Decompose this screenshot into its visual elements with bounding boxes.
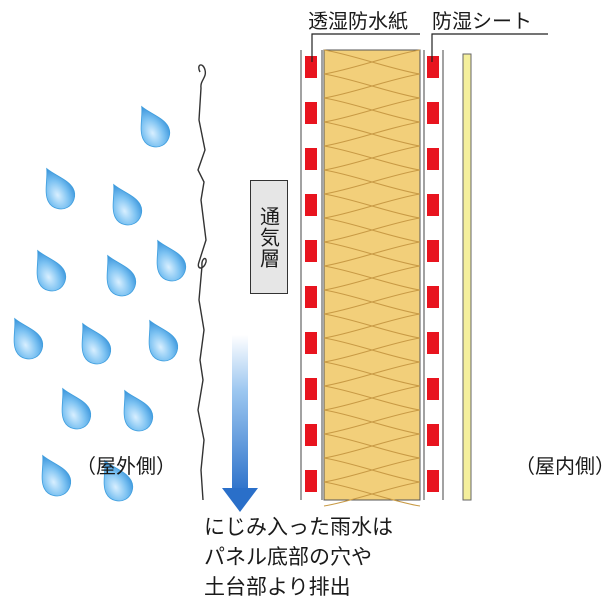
raindrop-icon <box>103 459 134 502</box>
membrane-dash <box>305 194 317 216</box>
drainage-caption: にじみ入った雨水は パネル底部の穴や 土台部より排出 <box>204 512 393 602</box>
membrane-dash <box>305 470 317 492</box>
indoor-side-label: （屋内側） <box>515 454 612 478</box>
insulation-fiber <box>323 481 421 507</box>
raindrop-icon <box>106 254 137 297</box>
moisture-permeable-paper-label: 透湿防水紙 <box>308 9 408 33</box>
membrane-dash <box>427 332 439 354</box>
insulation-fiber <box>323 265 421 291</box>
raindrop-icon <box>36 249 67 292</box>
insulation-block <box>323 49 421 507</box>
exterior-siding-line <box>197 64 207 501</box>
vapor-barrier-sheet-label: 防湿シート <box>432 9 532 33</box>
raindrop-icon <box>81 322 112 365</box>
insulation-fiber <box>323 145 421 171</box>
raindrops-group <box>13 105 187 502</box>
insulation-fiber <box>323 313 421 339</box>
membrane-dash <box>305 286 317 308</box>
membrane-dash <box>427 194 439 216</box>
raindrop-icon <box>148 319 179 362</box>
raindrop-icon <box>61 387 92 430</box>
outdoor-side-label: （屋外側） <box>76 454 176 478</box>
air-layer-label-box: 通気層 <box>250 180 288 294</box>
insulation-fiber <box>323 193 421 219</box>
membrane-dash <box>305 240 317 262</box>
membrane-dash <box>427 148 439 170</box>
membrane-dash <box>427 286 439 308</box>
insulation-fiber <box>323 217 421 243</box>
membrane-dash <box>305 424 317 446</box>
insulation-fiber <box>323 73 421 99</box>
leader-line-vapor-sheet <box>431 33 548 62</box>
caption-line-2: パネル底部の穴や <box>204 545 372 569</box>
membrane-dash <box>305 56 317 78</box>
insulation-fiber <box>323 337 421 363</box>
insulation-fiber <box>323 289 421 315</box>
raindrop-icon <box>140 105 171 148</box>
insulation-fiber <box>323 457 421 483</box>
membrane-dash <box>427 424 439 446</box>
membrane-dash <box>305 332 317 354</box>
interior-board <box>462 53 472 501</box>
insulation-fiber <box>323 361 421 387</box>
raindrop-icon <box>13 317 44 360</box>
membrane-dash <box>427 56 439 78</box>
insulation-fiber <box>323 385 421 411</box>
raindrop-icon <box>41 454 72 497</box>
insulation-fiber <box>323 169 421 195</box>
moisture-permeable-paper <box>300 50 323 500</box>
caption-line-1: にじみ入った雨水は <box>204 515 393 539</box>
insulation-fiber <box>323 433 421 459</box>
raindrop-icon <box>123 389 154 432</box>
raindrop-icon <box>156 239 187 282</box>
insulation-fiber <box>323 241 421 267</box>
insulation-fiber <box>323 97 421 123</box>
insulation-fiber <box>323 409 421 435</box>
membrane-dash <box>305 102 317 124</box>
down-arrow-icon <box>222 335 258 512</box>
caption-line-3: 土台部より排出 <box>204 575 351 599</box>
leader-line-moisture-paper <box>311 33 420 62</box>
raindrop-icon <box>112 183 143 226</box>
membrane-dash <box>305 148 317 170</box>
insulation-fiber <box>323 121 421 147</box>
air-layer-label: 通気層 <box>256 205 281 269</box>
membrane-dash <box>427 378 439 400</box>
insulation-fiber <box>323 49 421 75</box>
vapor-barrier-sheet <box>423 50 444 500</box>
membrane-dash <box>427 240 439 262</box>
membrane-dash <box>305 378 317 400</box>
membrane-dash <box>427 470 439 492</box>
raindrop-icon <box>45 167 76 210</box>
membrane-dash <box>427 102 439 124</box>
